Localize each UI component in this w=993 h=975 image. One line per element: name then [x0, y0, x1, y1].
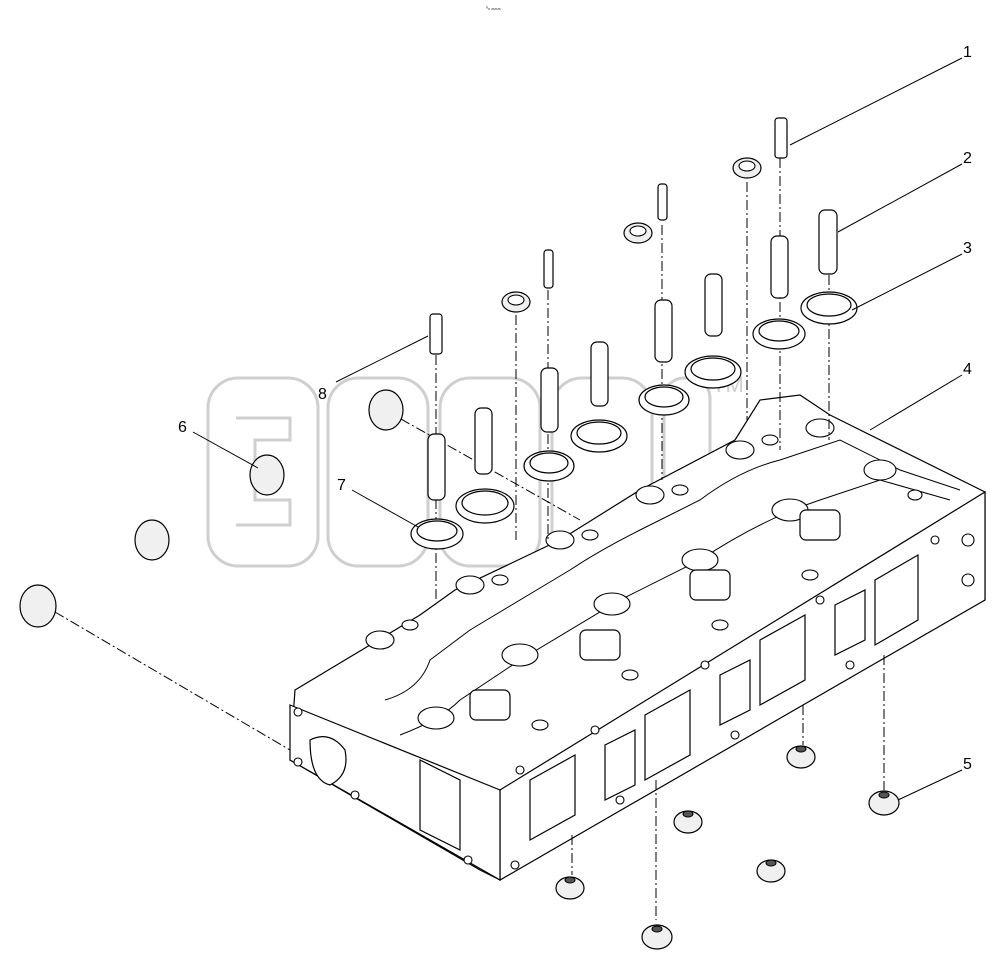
callout-3: 3 — [851, 240, 972, 311]
svg-text:7: 7 — [337, 477, 346, 494]
valve-guides — [427, 209, 838, 501]
svg-text:3: 3 — [963, 240, 972, 257]
valve-seat-rings — [410, 291, 858, 550]
expansion-plugs — [19, 389, 404, 628]
small-plugs — [555, 745, 900, 950]
svg-text:4: 4 — [963, 361, 972, 378]
callout-1: 1 — [789, 44, 972, 146]
head-top-details — [365, 418, 923, 731]
svg-text:1: 1 — [963, 44, 972, 61]
callout-7: 7 — [337, 477, 419, 528]
top-mark: ⁰ₙ ₘₘₘ — [486, 6, 501, 12]
callout-5: 5 — [897, 756, 972, 801]
callout-8: 8 — [318, 335, 429, 403]
cylinder-head — [289, 394, 986, 882]
svg-text:2: 2 — [963, 150, 972, 167]
callout-2: 2 — [837, 150, 972, 233]
head-end-details — [293, 707, 473, 865]
callout-4: 4 — [869, 361, 972, 431]
callout-6: 6 — [178, 419, 259, 469]
small-bushings — [501, 157, 762, 313]
svg-text:8: 8 — [318, 386, 327, 403]
valve-pins — [429, 117, 788, 355]
svg-text:6: 6 — [178, 419, 187, 436]
svg-text:5: 5 — [963, 756, 972, 773]
head-side-ports — [510, 533, 975, 870]
